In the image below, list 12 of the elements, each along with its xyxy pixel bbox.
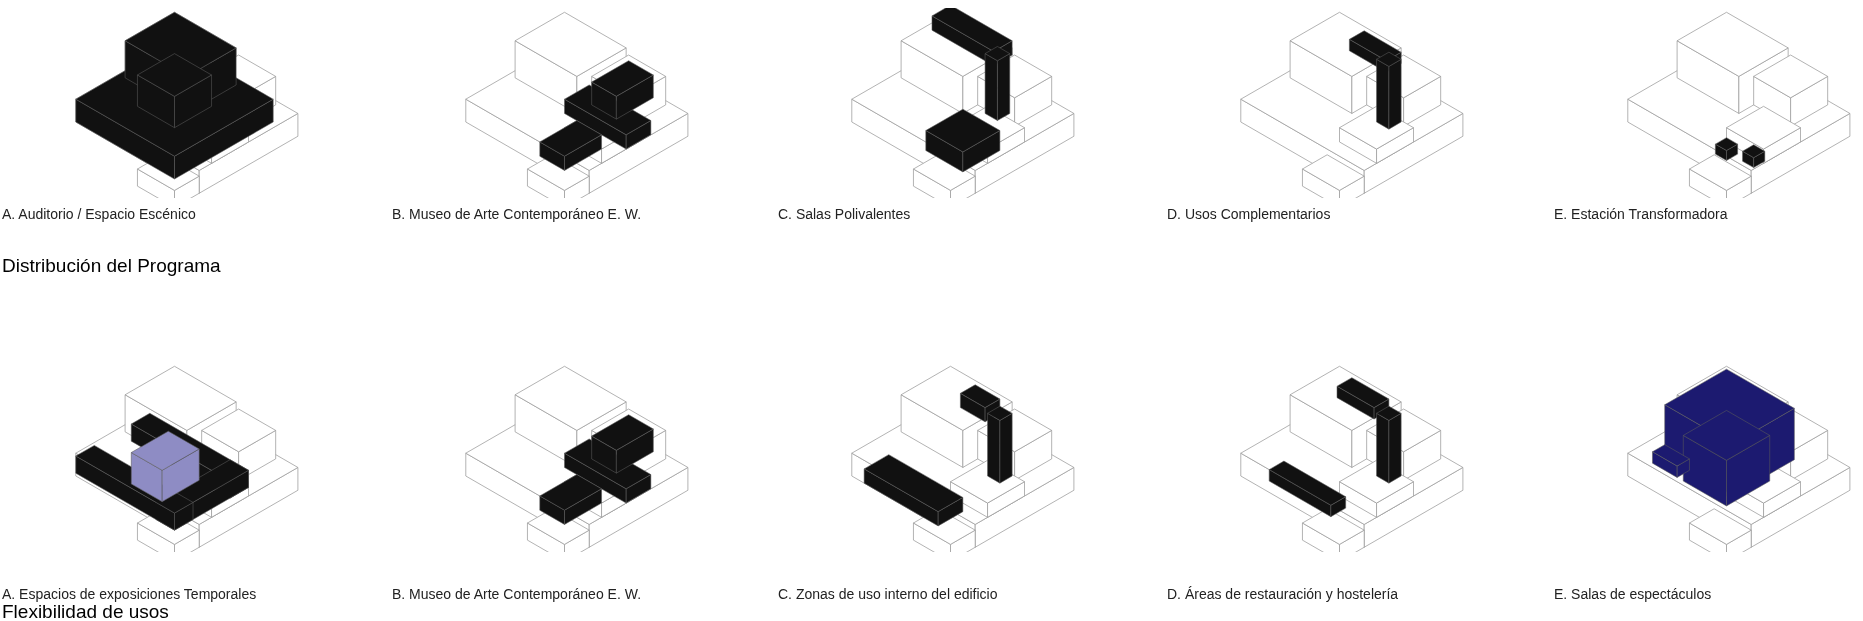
- drawing-caption: C. Salas Polivalentes: [778, 206, 911, 222]
- drawing-caption: A. Auditorio / Espacio Escénico: [2, 206, 196, 222]
- drawing-caption: C. Zonas de uso interno del edificio: [778, 586, 998, 602]
- drawing-caption: B. Museo de Arte Contemporáneo E. W.: [392, 586, 642, 602]
- drawing-caption: E. Estación Transformadora: [1554, 206, 1728, 222]
- drawing-caption: D. Usos Complementarios: [1167, 206, 1331, 222]
- drawing-caption: E. Salas de espectáculos: [1554, 586, 1712, 602]
- drawing-caption: D. Áreas de restauración y hostelería: [1167, 586, 1399, 602]
- drawing-caption: B. Museo de Arte Contemporáneo E. W.: [392, 206, 642, 222]
- drawing-caption: A. Espacios de exposiciones Temporales: [2, 586, 257, 602]
- section-heading: Distribución del Programa: [2, 255, 221, 276]
- section-heading: Flexibilidad de usos: [2, 601, 169, 621]
